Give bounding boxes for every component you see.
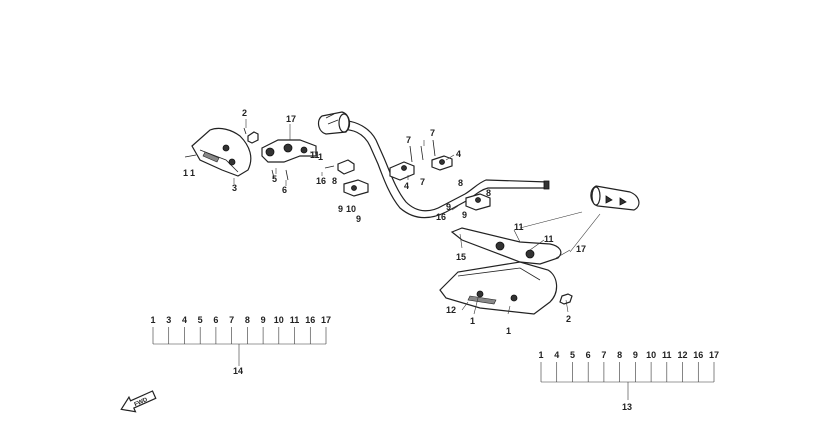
callout-11: 11: [310, 150, 320, 160]
callout-1: 1: [318, 152, 323, 162]
callout-11: 11: [544, 234, 554, 244]
callout-7: 7: [430, 128, 435, 138]
kit-number: 11: [290, 315, 300, 325]
callout-6: 6: [282, 185, 287, 195]
kit-number: 7: [601, 350, 606, 360]
callout-2: 2: [566, 314, 571, 324]
callout-10: 10: [346, 204, 356, 214]
kit-number: 5: [198, 315, 203, 325]
fwd-label: FWD: [134, 397, 150, 408]
callout-17: 17: [576, 244, 586, 254]
callout-1: 1: [470, 316, 475, 326]
right-grip: [590, 185, 640, 211]
callout-2: 2: [242, 108, 247, 118]
kit-number: 17: [709, 350, 719, 360]
throttle-grip: [317, 111, 351, 135]
callout-5: 5: [272, 174, 277, 184]
callout-7: 7: [420, 177, 425, 187]
kit-number: 1: [150, 315, 155, 325]
callout-3: 3: [232, 183, 237, 193]
kit-number: 3: [166, 315, 171, 325]
kit-number: 1: [538, 350, 543, 360]
kit-number: 11: [662, 350, 672, 360]
kit-number: 9: [261, 315, 266, 325]
left-clamp-assembly: [337, 155, 491, 211]
callout-1: 1: [190, 168, 195, 178]
callout-16: 16: [316, 176, 326, 186]
kit-number: 9: [633, 350, 638, 360]
kit-number: 16: [305, 315, 315, 325]
callout-12: 12: [446, 305, 456, 315]
callout-1: 1: [183, 168, 188, 178]
callout-9: 9: [356, 214, 361, 224]
kit-bracket-right: 13: [541, 381, 714, 412]
fwd-arrow-icon: FWD: [120, 390, 157, 413]
callout-15: 15: [456, 252, 466, 262]
kit-left-total: 14: [233, 366, 243, 376]
kit-right-total: 13: [622, 402, 632, 412]
kit-number: 12: [678, 350, 688, 360]
callout-16: 16: [436, 212, 446, 222]
callout-9: 9: [446, 202, 451, 212]
right-guard-bracket: [450, 227, 562, 265]
callout-labels: 2 17 11 1 1 1 3 5 6 16 8 9 10 9 7 7 7 4 …: [183, 108, 586, 336]
left-hand-guard: [191, 127, 252, 177]
kit-number: 17: [321, 315, 331, 325]
callout-8: 8: [486, 188, 491, 198]
kit-number: 8: [245, 315, 250, 325]
kit-number: 4: [182, 315, 187, 325]
callout-8: 8: [458, 178, 463, 188]
callout-1: 1: [506, 326, 511, 336]
kit-number: 16: [693, 350, 703, 360]
kit-number: 8: [617, 350, 622, 360]
callout-8: 8: [332, 176, 337, 186]
kit-number: 5: [570, 350, 575, 360]
callout-4: 4: [456, 149, 461, 159]
callout-9: 9: [462, 210, 467, 220]
bolt-set: [184, 127, 436, 181]
kit-number: 6: [213, 315, 218, 325]
kit-number: 10: [274, 315, 284, 325]
kit-number: 4: [554, 350, 559, 360]
leader-lines: [233, 119, 601, 315]
kit-number: 6: [586, 350, 591, 360]
callout-7: 7: [406, 135, 411, 145]
callout-17: 17: [286, 114, 296, 124]
callout-4: 4: [404, 181, 409, 191]
callout-9: 9: [338, 204, 343, 214]
kit-number: 10: [646, 350, 656, 360]
kit-number: 7: [229, 315, 234, 325]
callout-11: 11: [514, 222, 524, 232]
kit-bracket-left: 14: [153, 343, 326, 376]
left-guard-bracket: [247, 131, 317, 163]
right-hand-guard: [439, 261, 573, 315]
